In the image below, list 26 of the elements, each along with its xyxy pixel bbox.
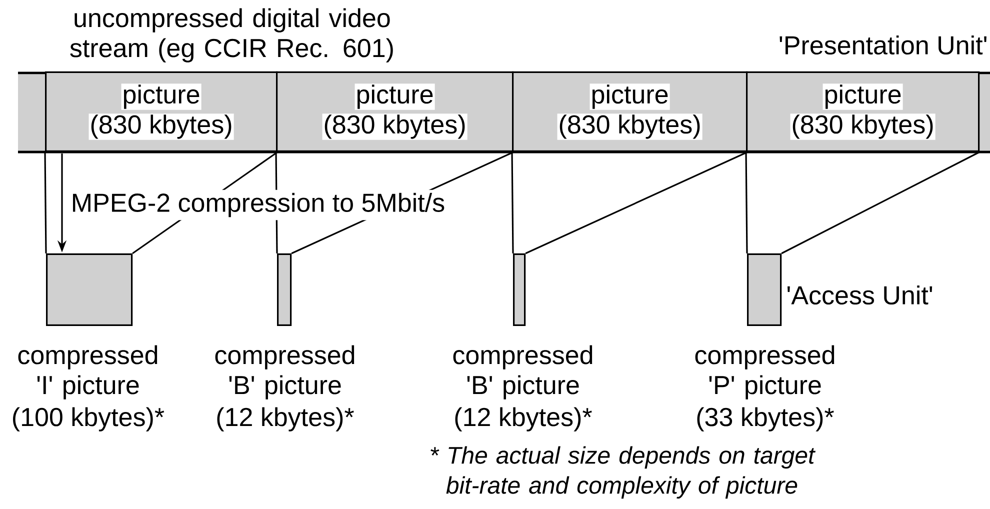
compressed-picture-box bbox=[46, 253, 133, 326]
edge-label: MPEG-2 compression to 5Mbit/s bbox=[68, 190, 448, 220]
compressed-picture-box bbox=[513, 253, 526, 326]
node-label: compressed 'I' picture bbox=[18, 345, 158, 400]
stream-caption: uncompressed digital video stream (eg CCIR Rec. 601) bbox=[70, 8, 393, 62]
node-label: 'Presentation Unit' bbox=[780, 35, 986, 55]
compressed-picture-box bbox=[277, 253, 292, 326]
picture-cell: picture (830 kbytes) bbox=[512, 71, 748, 152]
node-label: (12 kbytes)* bbox=[455, 407, 592, 432]
connector-line bbox=[511, 152, 514, 254]
node-label: (100 kbytes)* bbox=[13, 407, 164, 432]
node-label: compressed 'B' picture bbox=[215, 345, 354, 400]
picture-cell: picture (830 kbytes) bbox=[746, 71, 980, 152]
node-label: 'Access Unit' bbox=[788, 285, 932, 305]
node-label: (33 kbytes)* bbox=[697, 407, 834, 432]
footnote: * The actual size depends on target bit-rate and complexity of picture bbox=[430, 446, 816, 499]
connector-line bbox=[44, 152, 47, 254]
connector-line bbox=[525, 151, 748, 254]
compressed-picture-box bbox=[747, 253, 782, 326]
connector-line bbox=[745, 152, 748, 254]
node-label: compressed 'P' picture bbox=[695, 345, 834, 400]
picture-cell: picture (830 kbytes) bbox=[276, 71, 514, 152]
node-label: compressed 'B' picture bbox=[453, 345, 592, 400]
node-label: (12 kbytes)* bbox=[217, 407, 354, 432]
picture-cell: picture (830 kbytes) bbox=[45, 71, 278, 152]
connector-line bbox=[781, 151, 980, 254]
